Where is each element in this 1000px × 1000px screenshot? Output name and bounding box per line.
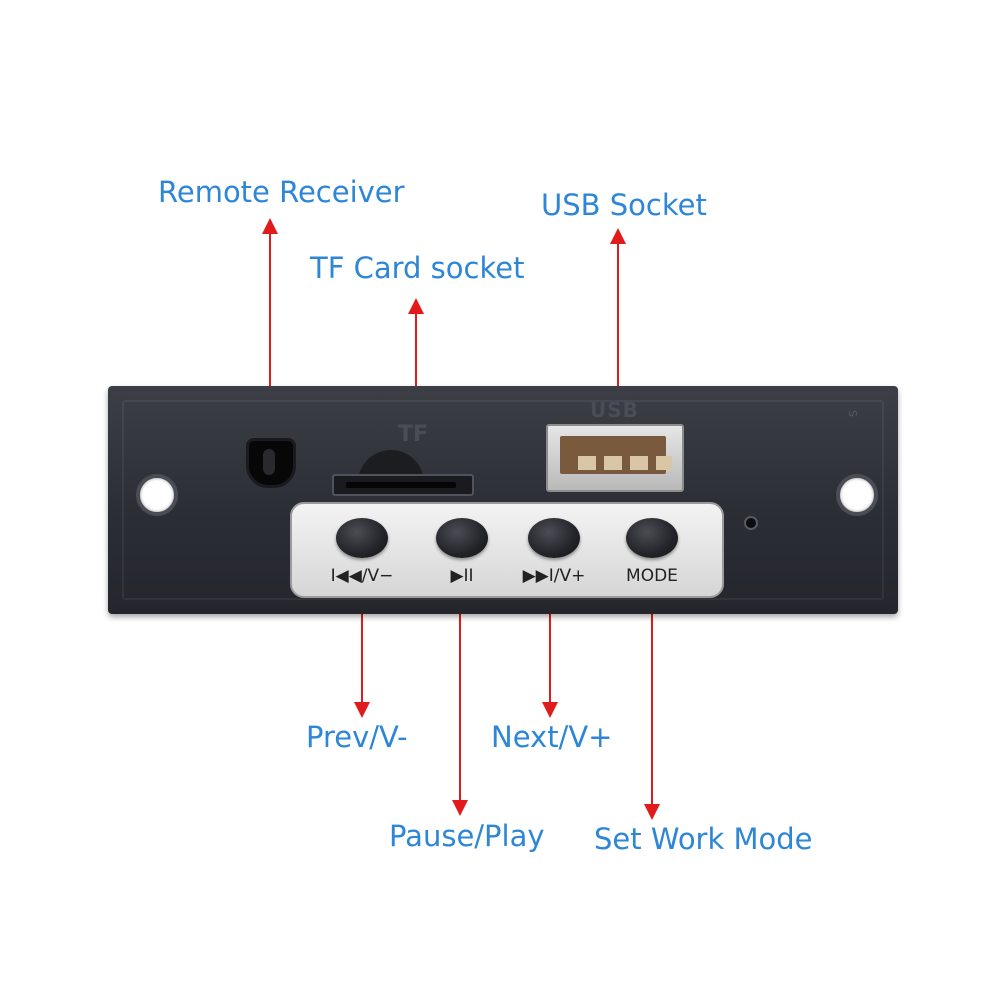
label-set-work-mode: Set Work Mode bbox=[594, 822, 813, 856]
next-button-label: ▶▶I/V+ bbox=[522, 566, 586, 586]
play-pause-button[interactable] bbox=[436, 518, 488, 558]
panel-small-marking: S bbox=[846, 410, 859, 417]
panel-bevel bbox=[122, 400, 884, 600]
mount-hole-right bbox=[836, 474, 878, 516]
indicator-led-hole bbox=[744, 516, 758, 530]
next-volume-up-button[interactable] bbox=[528, 518, 580, 558]
label-usb-socket: USB Socket bbox=[541, 188, 707, 222]
mp3-decoder-panel: TF USB S I◀◀/V− ▶II ▶▶I/V+ MODE bbox=[108, 386, 898, 614]
play-pause-button-label: ▶II bbox=[450, 566, 474, 586]
label-prev: Prev/V- bbox=[306, 720, 408, 754]
mode-button[interactable] bbox=[626, 518, 678, 558]
button-plate: I◀◀/V− ▶II ▶▶I/V+ MODE bbox=[290, 502, 724, 598]
usb-port[interactable] bbox=[546, 424, 684, 492]
mode-button-label: MODE bbox=[626, 566, 678, 586]
tf-card-slot[interactable] bbox=[332, 474, 474, 496]
prev-button-label: I◀◀/V− bbox=[330, 566, 394, 586]
mount-hole-left bbox=[136, 474, 178, 516]
tf-slot-opening bbox=[346, 482, 456, 488]
prev-volume-down-button[interactable] bbox=[336, 518, 388, 558]
label-pause-play: Pause/Play bbox=[389, 819, 545, 853]
usb-marking: USB bbox=[590, 398, 639, 422]
usb-tongue bbox=[560, 436, 672, 474]
remote-receiver-window bbox=[246, 438, 296, 488]
label-remote-receiver: Remote Receiver bbox=[158, 175, 405, 209]
usb-contacts bbox=[578, 456, 672, 470]
ir-sensor-lens bbox=[263, 449, 275, 475]
label-tf-card-socket: TF Card socket bbox=[310, 251, 525, 285]
label-next: Next/V+ bbox=[491, 720, 613, 754]
tf-marking: TF bbox=[398, 422, 429, 447]
